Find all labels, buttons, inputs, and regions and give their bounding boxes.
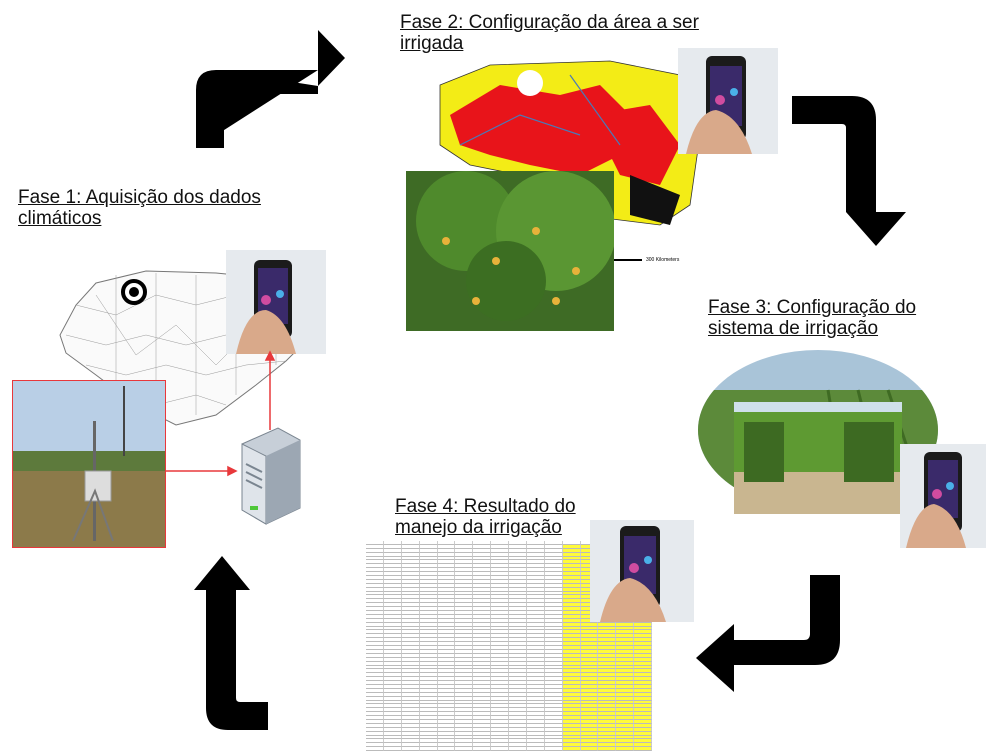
spreadsheet-row xyxy=(366,727,652,732)
phase-1-title-line1: Fase 1: Aquisição dos dados xyxy=(18,187,261,208)
arrow-to-phase-4 xyxy=(696,575,840,692)
phase-3-title: Fase 3: Configuração do sistema de irrig… xyxy=(708,297,974,339)
spreadsheet-row xyxy=(366,700,652,705)
spreadsheet-row xyxy=(366,657,652,662)
phase-4-title-line1: Fase 4: Resultado do xyxy=(395,496,576,517)
spreadsheet-row xyxy=(366,626,652,631)
spreadsheet-row xyxy=(366,688,652,693)
server-icon xyxy=(241,427,301,525)
spreadsheet-row xyxy=(366,743,652,748)
spreadsheet-row xyxy=(366,630,652,635)
phase-2-title-line2: irrigada xyxy=(400,33,464,54)
irrigated-area-map: 300 Kilometers xyxy=(439,60,701,263)
spreadsheet-row xyxy=(366,649,652,654)
spreadsheet-row xyxy=(366,669,652,674)
spreadsheet-row xyxy=(366,716,652,720)
spreadsheet-row xyxy=(366,684,652,689)
arrow-to-phase-1 xyxy=(194,556,268,730)
spreadsheet-row xyxy=(366,661,652,666)
spreadsheet-row xyxy=(366,665,652,670)
arrow-to-phase-3 xyxy=(792,96,906,246)
spreadsheet-row xyxy=(366,646,652,650)
spreadsheet-row xyxy=(366,681,652,685)
spreadsheet-row xyxy=(366,739,652,744)
phone-photo-phase-3 xyxy=(900,444,986,548)
phone-photo-phase-1 xyxy=(226,250,326,354)
spreadsheet-row xyxy=(366,712,652,717)
spreadsheet-row xyxy=(366,723,652,728)
spreadsheet-row xyxy=(366,708,652,713)
phase-4-title: Fase 4: Resultado do manejo da irrigação xyxy=(395,496,635,538)
phone-photo-phase-4 xyxy=(590,520,694,622)
phase-1-title: Fase 1: Aquisição dos dados climáticos xyxy=(18,187,356,229)
weather-station-photo xyxy=(12,380,166,548)
phone-photo-phase-2 xyxy=(678,48,778,154)
spreadsheet-row xyxy=(366,677,652,682)
spreadsheet-row xyxy=(366,673,652,678)
spreadsheet-row xyxy=(366,653,652,658)
phase-3-title-line1: Fase 3: Configuração do xyxy=(708,297,917,318)
phase-3-title-line2: sistema de irrigação xyxy=(708,318,879,339)
orange-orchard-photo xyxy=(406,171,614,331)
phase-2-title-line1: Fase 2: Configuração da área a ser xyxy=(400,12,699,33)
spreadsheet-row xyxy=(366,704,652,709)
map-scale-label: 300 Kilometers xyxy=(646,257,680,263)
spreadsheet-row xyxy=(366,731,652,736)
phase-4-title-line2: manejo da irrigação xyxy=(395,517,562,538)
spreadsheet-row xyxy=(366,642,652,647)
arrow-to-phase-2 xyxy=(196,30,345,148)
phase-1-title-line2: climáticos xyxy=(18,208,102,229)
spreadsheet-row xyxy=(366,692,652,697)
spreadsheet-row xyxy=(366,735,652,740)
vineyard-photo xyxy=(734,402,902,514)
phase-2-title: Fase 2: Configuração da área a ser irrig… xyxy=(400,12,772,54)
spreadsheet-row xyxy=(366,634,652,639)
spreadsheet-row xyxy=(366,747,652,752)
area-location-marker xyxy=(517,70,543,96)
spreadsheet-row xyxy=(366,622,652,627)
spreadsheet-row xyxy=(366,696,652,701)
spreadsheet-row xyxy=(366,719,652,724)
spreadsheet-row xyxy=(366,638,652,643)
